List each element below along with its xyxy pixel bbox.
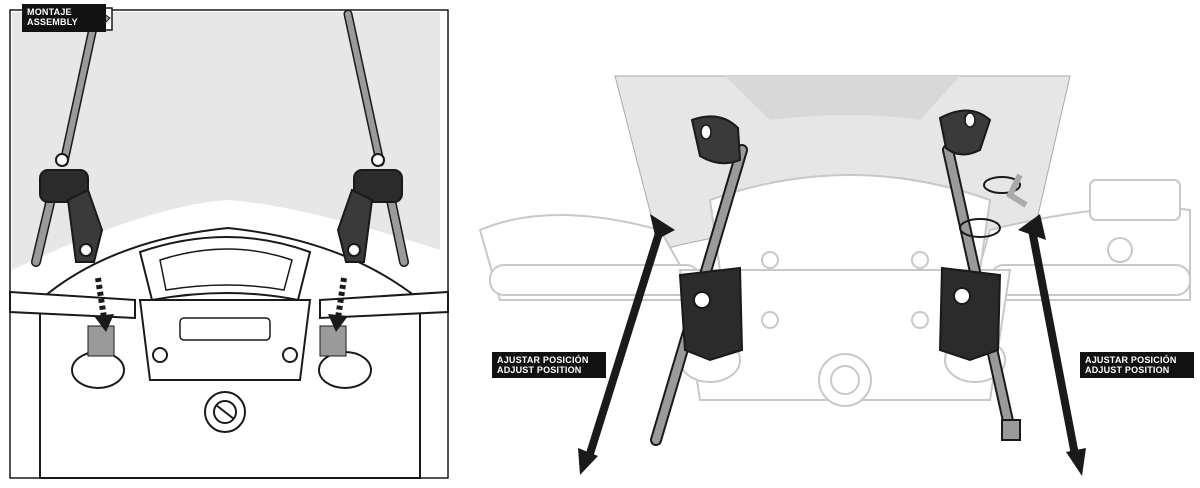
assembly-label-line1: MONTAJE <box>27 7 72 17</box>
clamp-right <box>938 266 1002 362</box>
clamp-left <box>39 153 104 263</box>
adjust-position-label-right: AJUSTAR POSICIÓN ADJUST POSITION <box>1080 352 1194 378</box>
assembly-label: MONTAJE ASSEMBLY <box>22 4 106 32</box>
adjust-left-line1: AJUSTAR POSICIÓN <box>497 355 589 365</box>
adjust-right-line2: ADJUST POSITION <box>1085 365 1170 375</box>
adjust-arrow-right <box>1018 214 1086 476</box>
clamp-left <box>678 266 744 362</box>
adjust-arrow-left <box>578 214 675 475</box>
rotate-arrow-icon <box>959 176 1021 238</box>
adjust-position-diagram <box>470 0 1200 483</box>
adjust-position-label-left: AJUSTAR POSICIÓN ADJUST POSITION <box>492 352 606 378</box>
assembly-diagram <box>0 0 455 483</box>
handlebar-right <box>319 290 449 320</box>
clamp-right <box>336 153 403 263</box>
windshield <box>12 12 440 270</box>
adjust-left-line2: ADJUST POSITION <box>497 365 582 375</box>
assembly-label-line2: ASSEMBLY <box>27 17 78 27</box>
adjust-right-line1: AJUSTAR POSICIÓN <box>1085 355 1177 365</box>
